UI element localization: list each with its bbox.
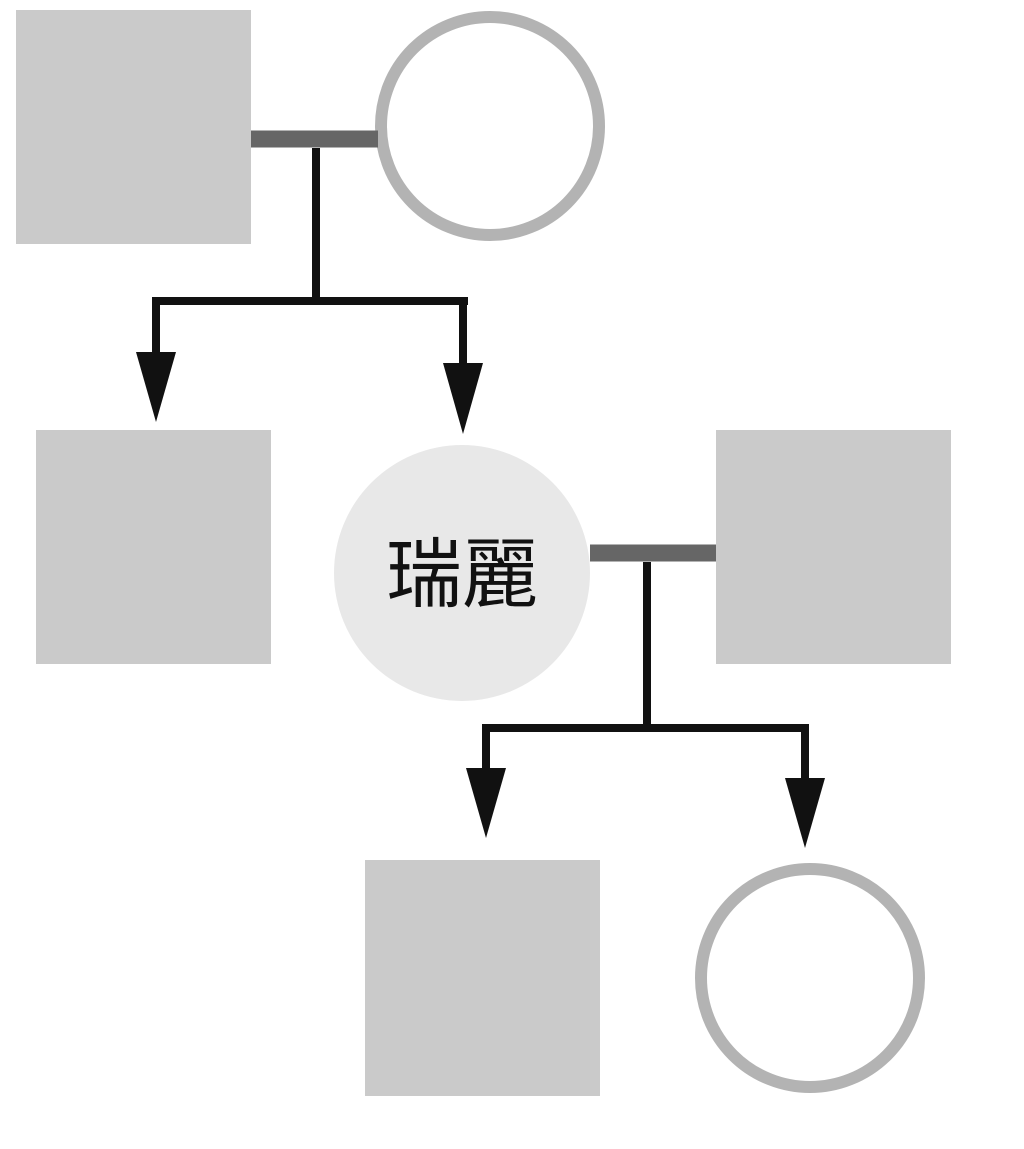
center-person-circle bbox=[334, 445, 590, 701]
arrow-down-icon bbox=[443, 363, 483, 434]
son-square bbox=[365, 860, 600, 1096]
arrow-down-icon bbox=[785, 778, 825, 848]
grandmother-circle bbox=[375, 11, 605, 241]
daughter-circle bbox=[695, 863, 925, 1093]
arrow-down-icon bbox=[466, 768, 506, 838]
spouse-square bbox=[716, 430, 951, 664]
center-person-label: 瑞麗 bbox=[386, 530, 538, 619]
grandfather-square bbox=[16, 10, 251, 244]
uncle-square bbox=[36, 430, 271, 664]
arrow-down-icon bbox=[136, 352, 176, 422]
